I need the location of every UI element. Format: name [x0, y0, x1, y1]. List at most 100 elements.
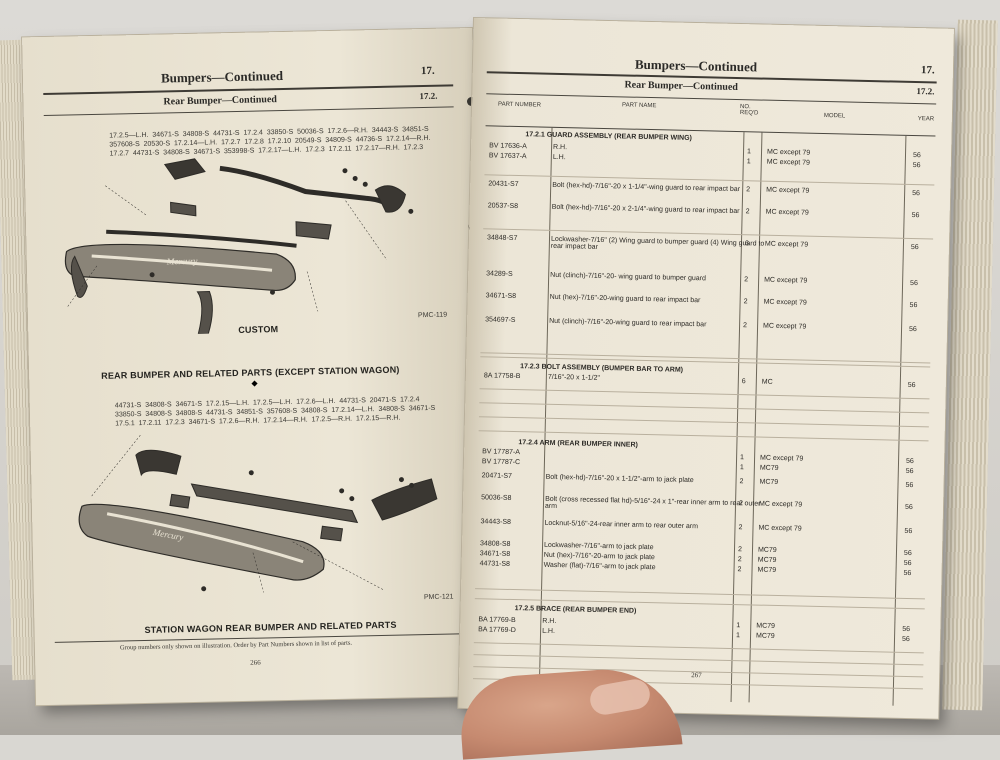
callout: 44736-S: [355, 135, 383, 144]
section-heading: 17.2.5 BRACE (REAR BUMPER END): [514, 605, 637, 615]
station-wagon-bumper-diagram: Mercury: [78, 434, 438, 593]
callout: 34808-S: [378, 405, 406, 414]
callout: 17.5.1: [115, 420, 135, 428]
parts-table: 17.2.1 GUARD ASSEMBLY (REAR BUMPER WING)…: [473, 126, 936, 706]
callout: 44731-S: [339, 397, 366, 405]
row-rule: [478, 416, 929, 428]
row-rule: [475, 588, 925, 600]
callout: 50036-S: [297, 128, 324, 136]
right-section-number: 17.2.: [916, 86, 935, 97]
left-page-title: Bumpers—Continued: [160, 67, 284, 86]
callout: 17.2.5—L.H.: [109, 131, 149, 140]
callout: 17.2.11: [328, 145, 352, 154]
right-page-number: 267: [691, 671, 702, 680]
callout: 17.2.3: [403, 144, 424, 152]
left-page: Bumpers—Continued 17. Rear Bumper—Contin…: [22, 28, 486, 706]
callout: 34808-S: [182, 130, 210, 139]
callout: 17.2.14—L.H.: [331, 406, 375, 415]
right-page-subtitle: Rear Bumper—Continued: [624, 79, 739, 94]
callout: 34671-S: [188, 418, 216, 427]
callout: 44731-S: [132, 149, 160, 158]
callout: 17.2.6—L.H.: [296, 397, 336, 406]
callout: 44731-S: [206, 409, 233, 417]
row-rule: [473, 654, 924, 666]
callout: 17.2.5—L.H.: [252, 398, 293, 407]
callout: 44731-S: [213, 129, 240, 138]
callout: 17.2.17—L.H.: [258, 146, 302, 155]
callout: 34808-S: [145, 401, 172, 409]
fig1-code: PMC-119: [417, 311, 448, 320]
left-page-number: 266: [250, 658, 261, 667]
right-group-number: 17.: [920, 64, 935, 77]
callout: 34808-S: [145, 410, 172, 418]
callout: 17.2.14—L.H.: [173, 139, 218, 148]
col-part-number: PART NUMBER: [497, 101, 542, 109]
callout: 20530-S: [143, 140, 171, 148]
col-year: YEAR: [917, 116, 935, 123]
section-heading: 17.2.4 ARM (REAR BUMPER INNER): [518, 439, 638, 449]
callout: 353998-S: [223, 147, 255, 156]
right-page: Bumpers—Continued 17. Rear Bumper—Contin…: [458, 18, 954, 719]
callout: 34671-S: [152, 131, 179, 139]
callout: 17.2.15—R.H.: [355, 414, 401, 423]
row-rule: [473, 642, 924, 654]
callout: 34808-S: [175, 409, 203, 418]
callout: 17.2.7: [220, 138, 241, 147]
callout: 17.2.17—R.H.: [355, 144, 400, 153]
callout: 17.2.15—L.H.: [205, 399, 250, 408]
section-heading: 17.2.3 BOLT ASSEMBLY (BUMPER BAR TO ARM): [520, 363, 684, 374]
callout: 17.2.11: [138, 419, 162, 428]
callout: 17.2.14—R.H.: [263, 416, 308, 425]
callout: 17.2.8: [244, 138, 264, 146]
callout: 17.2.4: [400, 396, 420, 404]
callout: 17.2.5—R.H.: [311, 415, 353, 424]
callout: 20549-S: [294, 137, 322, 145]
callout: 17.2.6—R.H.: [218, 417, 260, 426]
bottom-caption: STATION WAGON REAR BUMPER AND RELATED PA…: [144, 619, 397, 635]
col-no-req: NO. REQ'D: [739, 104, 759, 117]
footnote: Group numbers only shown on illustration…: [119, 639, 353, 652]
col-model: MODEL: [823, 112, 846, 120]
left-group-number: 17.: [420, 64, 435, 78]
diamond-icon: ◆: [251, 378, 258, 388]
custom-bumper-diagram: Mercury: [64, 158, 414, 335]
callout: 17.2.6—R.H.: [327, 127, 369, 136]
callout: 34671-S: [408, 404, 436, 413]
col-divider: [892, 135, 907, 706]
callout: 17.2.14—R.H.: [385, 134, 431, 143]
col-part-name: PART NAME: [621, 102, 657, 110]
row-rule: [479, 402, 930, 414]
fig2-code: PMC-121: [423, 593, 454, 602]
col-divider: [730, 132, 745, 703]
col-divider: [748, 132, 763, 703]
callout: 34671-S: [175, 400, 203, 409]
callout: 34443-S: [371, 126, 399, 135]
callout: 17.2.3: [305, 146, 325, 154]
custom-caption: CUSTOM: [238, 324, 279, 335]
left-header-rule: [43, 84, 454, 95]
left-section-number: 17.2.: [419, 90, 438, 102]
callout: 33850-S: [266, 128, 294, 137]
right-page-title: Bumpers—Continued: [634, 56, 758, 75]
callout: 357608-S: [109, 140, 140, 149]
callout: 33850-S: [114, 411, 142, 419]
callout: 34671-S: [193, 148, 221, 156]
callout: 357608-S: [266, 407, 298, 416]
left-page-subtitle: Rear Bumper—Continued: [163, 94, 278, 108]
callout: 17.2.4: [243, 129, 263, 137]
